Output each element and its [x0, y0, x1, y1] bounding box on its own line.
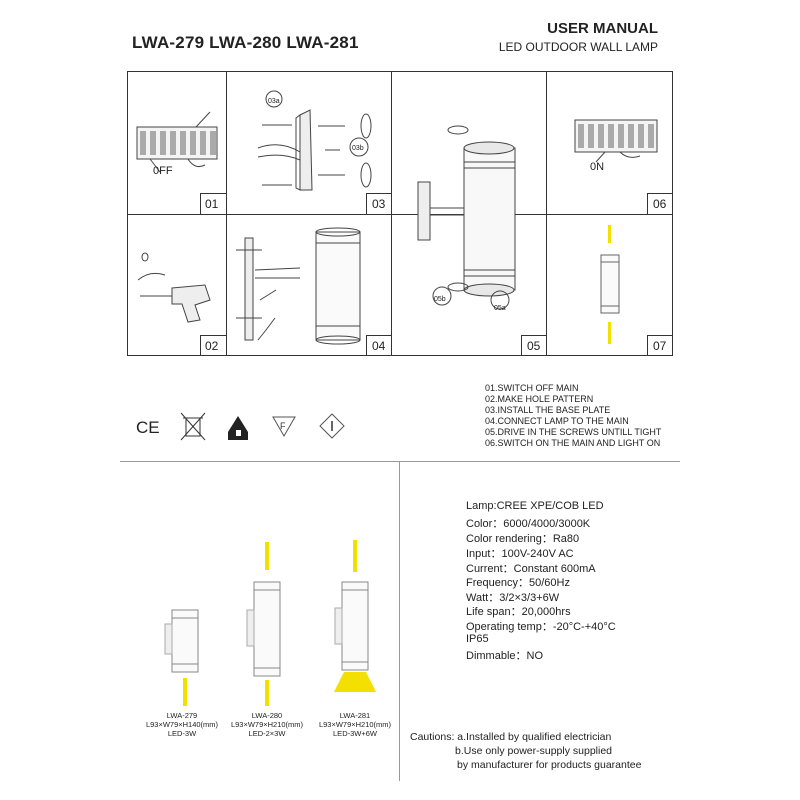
caution-line-1: Cautions: a.Installed by qualified elect…	[410, 731, 612, 743]
instruction-6: 06.SWITCH ON THE MAIN AND LIGHT ON	[485, 438, 661, 448]
lamp-mount-illustration	[417, 125, 516, 310]
spec-life-span: Life span：20,000hrs	[466, 606, 571, 618]
callout-05a: 05a	[494, 305, 506, 312]
weee-bin-icon	[180, 412, 206, 441]
model-numbers: LWA-279 LWA-280 LWA-281	[132, 33, 359, 52]
class-ii-icon	[319, 413, 345, 439]
spec-input: Input：100V-240V AC	[466, 548, 574, 560]
model-illustrations	[164, 540, 376, 706]
callout-03b: 03b	[352, 145, 364, 152]
manual-subtitle: LED OUTDOOR WALL LAMP	[498, 40, 658, 54]
spec-dimmable: Dimmable：NO	[466, 650, 544, 662]
ce-mark-icon: CE	[136, 418, 160, 437]
terminal-block-on-illustration	[574, 119, 658, 163]
spec-frequency: Frequency：50/60Hz	[466, 577, 570, 589]
instruction-1: 01.SWITCH OFF MAIN	[485, 383, 579, 393]
spec-ip-rating: IP65	[466, 633, 489, 645]
caution-line-2: b.Use only power-supply supplied	[455, 745, 613, 757]
manual-title: USER MANUAL	[547, 20, 658, 37]
spec-watt: Watt：3/2×3/3+6W	[466, 592, 560, 604]
spec-current: Current：Constant 600mA	[466, 563, 596, 575]
base-plate-illustration	[257, 90, 372, 191]
step-number-01: 01	[205, 197, 219, 211]
section-divider	[120, 461, 680, 462]
callout-05b: 05b	[434, 296, 446, 303]
switch-off-label: 0FF	[153, 165, 173, 177]
instruction-5: 05.DRIVE IN THE SCREWS UNTILL TIGHT	[485, 427, 662, 437]
callout-03a: 03a	[268, 98, 280, 105]
instruction-3: 03.INSTALL THE BASE PLATE	[485, 405, 611, 415]
certification-row: CE F	[130, 410, 350, 450]
lamp-lwa-279	[164, 609, 199, 706]
f-mark-icon: F	[272, 416, 296, 437]
spec-color: Color：6000/4000/3000K	[466, 518, 591, 530]
column-divider	[399, 461, 400, 781]
indoor-house-icon	[228, 416, 248, 440]
step-number-05: 05	[527, 339, 541, 353]
instruction-2: 02.MAKE HOLE PATTERN	[485, 394, 594, 404]
caution-line-3: by manufacturer for products guarantee	[457, 759, 642, 771]
lamp-lwa-281	[334, 540, 376, 692]
drill-illustration	[137, 252, 211, 323]
step-number-02: 02	[205, 339, 219, 353]
switch-on-label: 0N	[590, 161, 604, 173]
svg-text:F: F	[280, 421, 286, 431]
instruction-4: 04.CONNECT LAMP TO THE MAIN	[485, 416, 629, 426]
spec-operating-temp: Operating temp：-20°C-+40°C	[466, 621, 616, 633]
connect-lamp-illustration	[236, 227, 361, 345]
lamp-lwa-280	[246, 542, 281, 706]
step-number-06: 06	[653, 197, 667, 211]
step-number-03: 03	[372, 197, 386, 211]
step-number-04: 04	[372, 339, 386, 353]
terminal-block-off-illustration	[136, 111, 218, 173]
step-number-07: 07	[653, 339, 667, 353]
spec-lamp: Lamp:CREE XPE/COB LED	[466, 500, 604, 512]
lamp-light-on-illustration	[600, 225, 620, 344]
spec-color-rendering: Color rendering：Ra80	[466, 533, 580, 545]
